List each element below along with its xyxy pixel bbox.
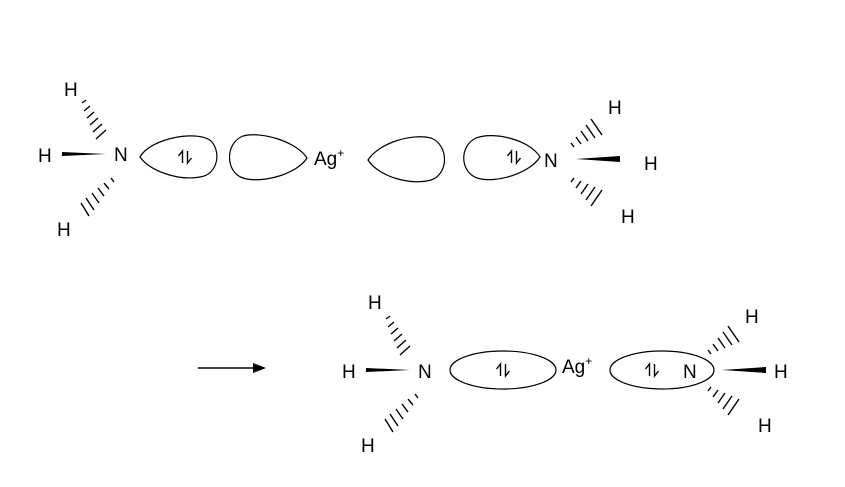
product-left-hydrogen-bottom-label: H — [361, 436, 375, 457]
product-left-nh-wedge-bond — [366, 368, 410, 372]
right-nitrogen-label: N — [544, 151, 558, 172]
right-ammonia: N H H H — [463, 98, 658, 228]
product-left-hydrogen-top-label: H — [368, 293, 382, 314]
left-hydrogen-top-label: H — [64, 80, 78, 101]
right-sigma-bond-orbital: N — [609, 350, 715, 390]
right-paired-electrons-icon — [506, 150, 522, 164]
product-right-ammonia: H H H — [707, 307, 788, 437]
product-right-hydrogen-bottom-label: H — [758, 416, 772, 437]
product-left-hydrogen-wedge-label: H — [342, 362, 356, 383]
silver-left-empty-orbital — [229, 134, 308, 181]
right-nh-wedge-bond — [576, 156, 620, 162]
product-right-nh-hash-bond-top — [707, 325, 740, 355]
right-nh-hash-bond-top — [570, 118, 603, 148]
yield-arrow-icon — [198, 363, 266, 373]
right-nitrogen-lone-pair-orbital — [463, 135, 541, 181]
right-hydrogen-top-label: H — [608, 98, 622, 119]
product-complex: N H H H — [342, 293, 788, 457]
left-nh-wedge-bond — [62, 152, 106, 156]
product-left-nitrogen-label: N — [418, 362, 432, 383]
right-hydrogen-wedge-label: H — [644, 154, 658, 175]
left-bond-paired-electrons-icon — [495, 363, 511, 377]
product-right-nh-wedge-bond — [722, 367, 766, 373]
silver-right-empty-orbital — [367, 136, 445, 183]
left-nitrogen-label: N — [114, 145, 128, 166]
product-silver-label: Ag+ — [562, 354, 592, 378]
left-sigma-bond-orbital — [449, 350, 557, 390]
product-right-hydrogen-top-label: H — [745, 307, 759, 328]
product-left-nh-hash-bond-top — [385, 315, 411, 356]
left-nitrogen-lone-pair-orbital — [139, 135, 218, 179]
product-right-hydrogen-wedge-label: H — [774, 362, 788, 383]
right-hydrogen-bottom-label: H — [621, 207, 635, 228]
silver-label: Ag+ — [314, 146, 344, 170]
right-nh-hash-bond-bottom — [570, 177, 603, 207]
right-bond-paired-electrons-icon — [644, 363, 660, 377]
left-nh-hash-bond-top — [81, 99, 107, 140]
product-right-nitrogen-label: N — [683, 362, 697, 383]
left-hydrogen-wedge-label: H — [38, 146, 52, 167]
left-ammonia: N H H H — [38, 80, 218, 241]
product-left-ammonia: N H H H — [342, 293, 432, 457]
left-hydrogen-bottom-label: H — [57, 220, 71, 241]
left-nh-hash-bond-bottom — [80, 177, 115, 217]
left-paired-electrons-icon — [177, 150, 193, 164]
product-right-nh-hash-bond-bottom — [707, 386, 740, 416]
product-left-nh-hash-bond-bottom — [384, 393, 419, 433]
silver-ion: Ag+ — [229, 134, 445, 183]
reactants: N H H H — [38, 80, 658, 241]
